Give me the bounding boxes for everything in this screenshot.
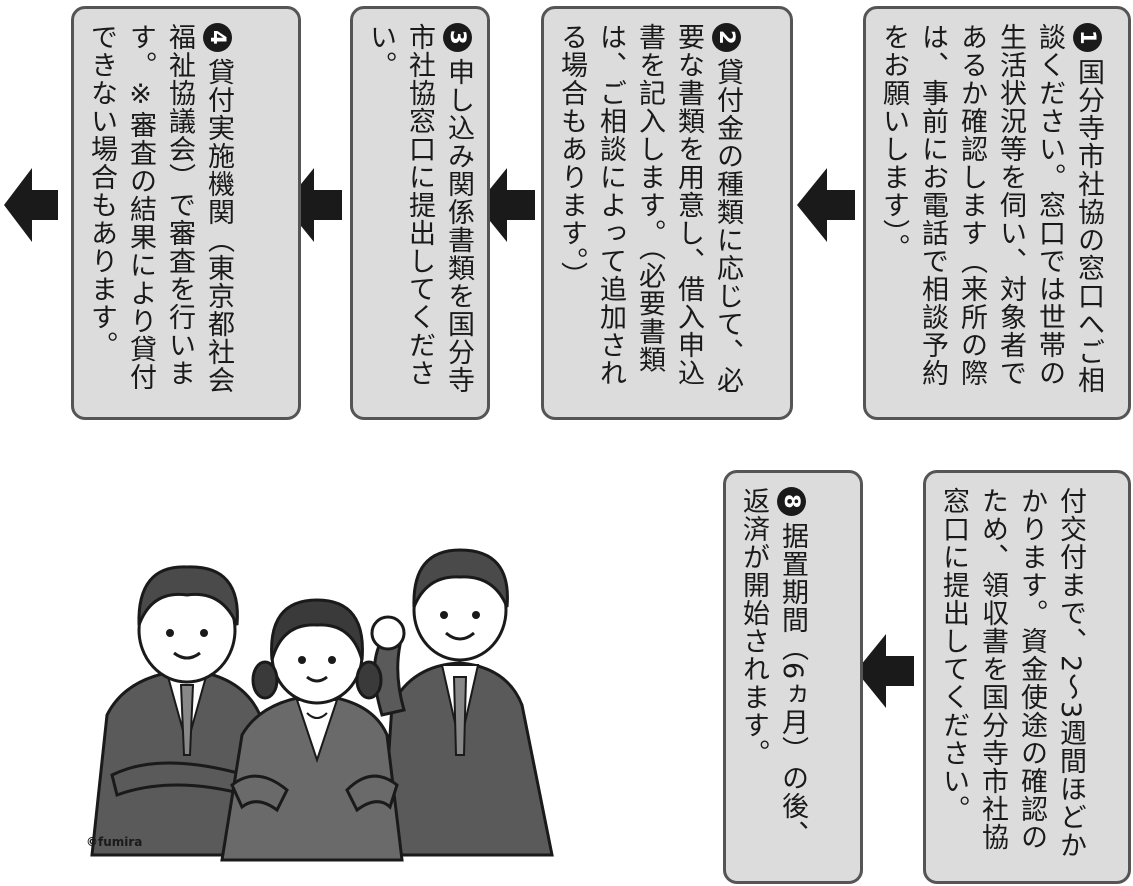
step-7-box: 付交付まで、2～3週間ほどかかります。資金使途の確認のため、領収書を国分寺市社協… bbox=[923, 470, 1131, 884]
step-4-text: 貸付実施機関（東京都社会福祉協議会）で審査を行います。※審査の結果により貸付でき… bbox=[86, 23, 234, 394]
step-4-number-badge: 4 bbox=[203, 23, 232, 52]
step-8-content: 8据置期間（6ヵ月）の後、返済が開始されます。 bbox=[734, 487, 812, 867]
step-1-text: 国分寺市社協の窓口へご相談ください。窓口では世帯の生活状況等を伺い、対象者である… bbox=[878, 23, 1104, 394]
step-4-box: 4貸付実施機関（東京都社会福祉協議会）で審査を行います。※審査の結果により貸付で… bbox=[71, 6, 301, 420]
step-7-text: 付交付まで、2～3週間ほどかかります。資金使途の確認のため、領収書を国分寺市社協… bbox=[938, 487, 1086, 860]
step-1-content: 1国分寺市社協の窓口へご相談ください。窓口では世帯の生活状況等を伺い、対象者であ… bbox=[874, 23, 1108, 403]
step-7-content: 付交付まで、2～3週間ほどかかります。資金使途の確認のため、領収書を国分寺市社協… bbox=[934, 487, 1090, 867]
arrow-left-icon bbox=[797, 168, 855, 242]
step-8-text: 据置期間（6ヵ月）の後、返済が開始されます。 bbox=[738, 487, 808, 849]
step-8-number-badge: 8 bbox=[777, 487, 806, 516]
arrow-left-icon bbox=[284, 168, 342, 242]
step-1-number-badge: 1 bbox=[1073, 23, 1102, 52]
step-2-number-badge: 2 bbox=[712, 23, 741, 52]
step-3-text: 申し込み関係書類を国分寺市社協窓口に提出してください。 bbox=[365, 23, 474, 394]
arrow-left-icon bbox=[477, 168, 535, 242]
step-1-box: 1国分寺市社協の窓口へご相談ください。窓口では世帯の生活状況等を伺い、対象者であ… bbox=[863, 6, 1131, 420]
arrow-left-icon bbox=[4, 168, 58, 242]
step-3-content: 3申し込み関係書類を国分寺市社協窓口に提出してください。 bbox=[361, 23, 478, 403]
students-illustration bbox=[90, 548, 554, 862]
step-3-box: 3申し込み関係書類を国分寺市社協窓口に提出してください。 bbox=[350, 6, 490, 420]
step-2-box: 2貸付金の種類に応じて、必要な書類を用意し、借入申込書を記入します。（必要書類は… bbox=[541, 6, 793, 420]
step-2-text: 貸付金の種類に応じて、必要な書類を用意し、借入申込書を記入します。（必要書類は、… bbox=[556, 23, 743, 394]
arrow-left-icon bbox=[856, 634, 914, 708]
step-4-content: 4貸付実施機関（東京都社会福祉協議会）で審査を行います。※審査の結果により貸付で… bbox=[82, 23, 238, 403]
step-2-content: 2貸付金の種類に応じて、必要な書類を用意し、借入申込書を記入します。（必要書類は… bbox=[552, 23, 747, 403]
step-3-number-badge: 3 bbox=[443, 23, 472, 52]
illustration-credit: ©fumira bbox=[86, 835, 143, 849]
step-8-box: 8据置期間（6ヵ月）の後、返済が開始されます。 bbox=[723, 470, 863, 884]
